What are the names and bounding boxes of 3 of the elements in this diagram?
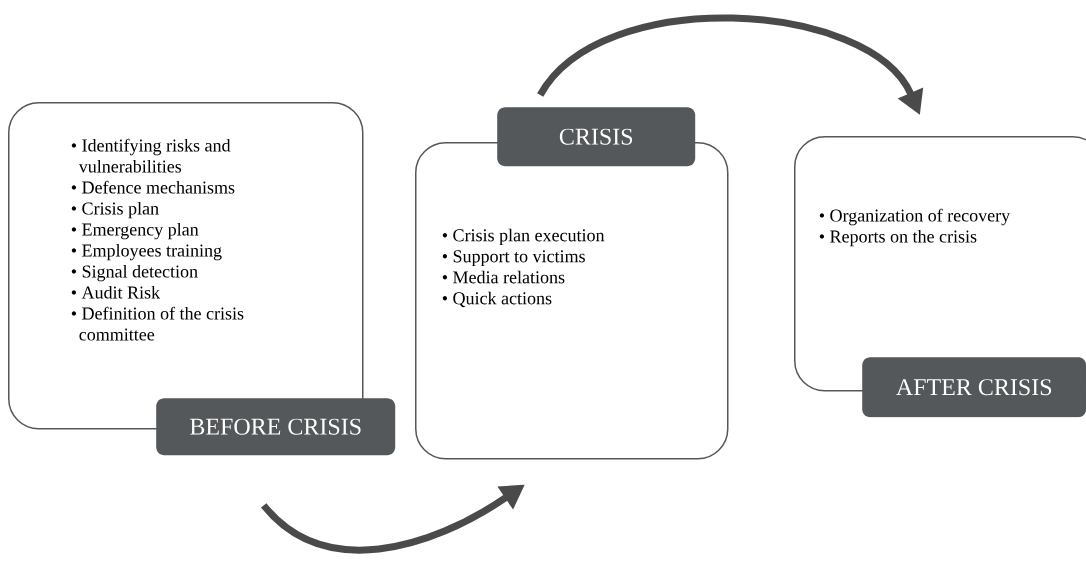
stage-label: AFTER CRISIS [862, 357, 1086, 418]
stage-label: CRISIS [497, 107, 696, 167]
stage-label: BEFORE CRISIS [156, 398, 396, 456]
